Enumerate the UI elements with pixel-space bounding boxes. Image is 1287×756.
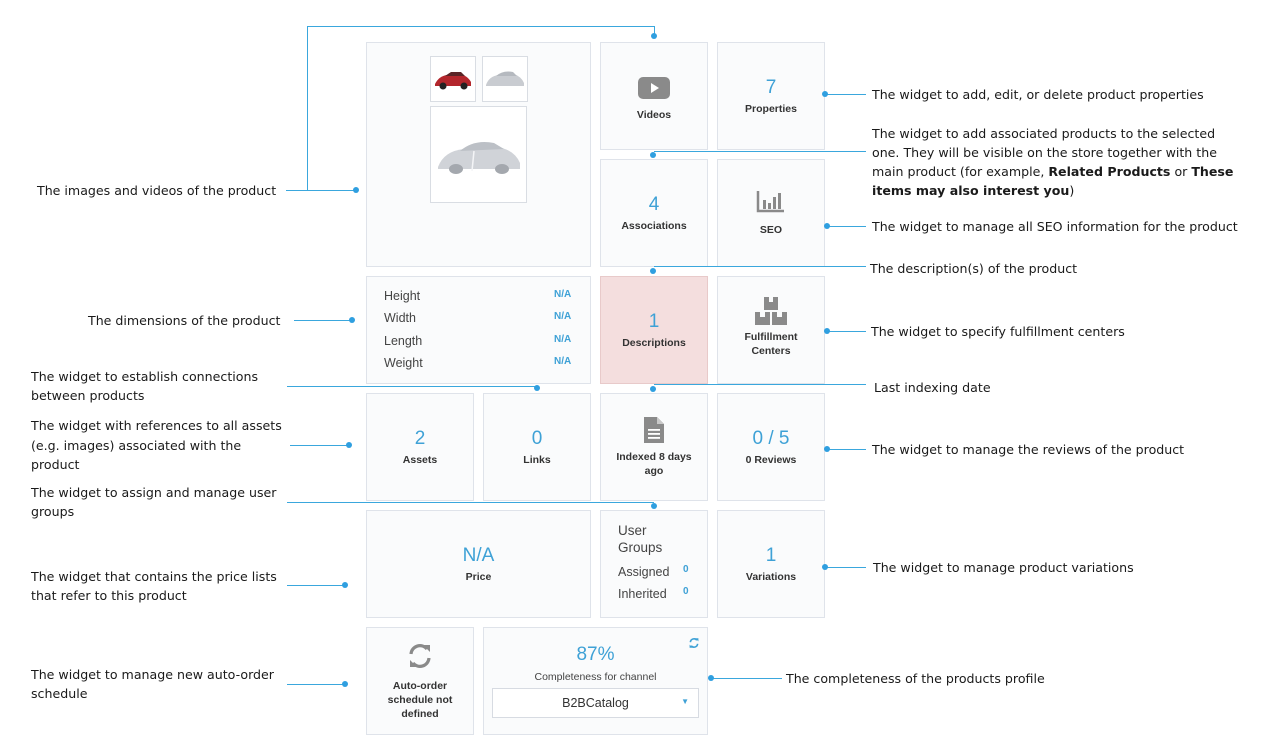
inherited-value: 0 (683, 586, 689, 597)
indexed-label-1: Indexed 8 days (616, 451, 692, 463)
links-widget[interactable]: 0 Links (483, 393, 591, 501)
assets-count: 2 (414, 427, 426, 449)
width-label: Width (384, 311, 416, 325)
annotation-groups-2: groups (31, 504, 75, 519)
bar-chart-icon (756, 191, 784, 213)
fulfillment-label-2: Centers (751, 345, 791, 357)
completeness-label: Completeness for channel (534, 671, 657, 683)
annotation-assets-2: (e.g. images) associated with the (31, 438, 242, 453)
associations-widget[interactable]: 4 Associations (600, 159, 708, 267)
product-image-thumb-covered-car[interactable] (482, 56, 528, 102)
annotation-completeness: The completeness of the products profile (786, 671, 1045, 686)
indexing-widget[interactable]: Indexed 8 days ago (600, 393, 708, 501)
reviews-label: 0 Reviews (745, 453, 797, 466)
seo-label: SEO (759, 224, 783, 236)
assigned-value: 0 (683, 564, 689, 575)
fulfillment-label-1: Fulfillment (744, 331, 798, 343)
price-widget[interactable]: N/A Price (366, 510, 591, 618)
annotation-assets-1: The widget with references to all assets (31, 418, 282, 433)
annotation-indexing: Last indexing date (874, 380, 991, 395)
annotation-dimensions: The dimensions of the product (88, 313, 281, 328)
annotation-reviews: The widget to manage the reviews of the … (872, 442, 1185, 457)
annotation-associations-1: The widget to add associated products to… (872, 126, 1216, 141)
annotation-properties: The widget to add, edit, or delete produ… (872, 87, 1204, 102)
user-groups-title-2: Groups (618, 540, 663, 555)
reviews-rating: 0 / 5 (752, 427, 790, 449)
product-image-main[interactable] (430, 106, 527, 203)
completeness-refresh-icon[interactable] (688, 637, 700, 649)
properties-count: 7 (765, 76, 777, 98)
annotation-images: The images and videos of the product (37, 183, 277, 198)
width-value: N/A (554, 311, 572, 322)
document-icon (644, 417, 664, 443)
links-count: 0 (531, 427, 543, 449)
annotation-links-1: The widget to establish connections (31, 369, 259, 384)
length-label: Length (384, 334, 423, 348)
descriptions-label: Descriptions (622, 336, 686, 349)
channel-select-value: B2BCatalog (562, 696, 629, 710)
refresh-icon (409, 644, 431, 668)
assigned-label: Assigned (618, 565, 670, 579)
annotation-associations-2: one. They will be visible on the store t… (872, 145, 1217, 160)
autoorder-label-2: schedule not (387, 694, 453, 706)
play-icon (638, 77, 670, 99)
completeness-value: 87% (576, 644, 615, 665)
descriptions-widget[interactable]: 1 Descriptions (600, 276, 708, 384)
annotation-associations-3: main product (for example, Related Produ… (872, 164, 1234, 179)
length-value: N/A (554, 334, 572, 345)
annotation-price-1: The widget that contains the price lists (31, 569, 277, 584)
product-image-thumb-red-car[interactable] (430, 56, 476, 102)
annotation-price-2: that refer to this product (31, 588, 187, 603)
indexed-label-2: ago (644, 465, 664, 477)
inherited-label: Inherited (618, 587, 667, 601)
variations-label: Variations (745, 570, 797, 583)
videos-widget[interactable]: Videos (600, 42, 708, 150)
autoorder-label-1: Auto-order (392, 680, 448, 692)
properties-label: Properties (745, 102, 797, 115)
assets-widget[interactable]: 2 Assets (366, 393, 474, 501)
boxes-icon (755, 297, 787, 325)
annotation-assets-3: product (31, 457, 80, 472)
annotation-links-2: between products (31, 388, 145, 403)
user-groups-title-1: User (618, 523, 647, 538)
properties-widget[interactable]: 7 Properties (717, 42, 825, 150)
user-groups-widget[interactable] (600, 510, 708, 618)
videos-label: Videos (636, 109, 672, 121)
reviews-widget[interactable]: 0 / 5 0 Reviews (717, 393, 825, 501)
associations-label: Associations (621, 219, 687, 232)
annotation-autoorder-1: The widget to manage new auto-order (31, 667, 274, 682)
height-value: N/A (554, 289, 572, 300)
price-value: N/A (462, 544, 495, 566)
weight-label: Weight (384, 356, 423, 370)
seo-widget[interactable]: SEO (717, 159, 825, 267)
weight-value: N/A (554, 356, 572, 367)
price-label: Price (465, 570, 492, 583)
descriptions-count: 1 (648, 310, 660, 332)
height-label: Height (384, 289, 421, 303)
fulfillment-widget[interactable]: Fulfillment Centers (717, 276, 825, 384)
annotation-associations-4: items may also interest you) (872, 183, 1075, 198)
associations-count: 4 (648, 193, 660, 215)
assets-label: Assets (402, 453, 438, 466)
annotation-fulfillment: The widget to specify fulfillment center… (871, 324, 1125, 339)
channel-select[interactable]: B2BCatalog ▼ (492, 688, 699, 718)
annotation-seo: The widget to manage all SEO information… (872, 219, 1238, 234)
autoorder-label-3: defined (401, 708, 439, 720)
autoorder-widget[interactable]: Auto-order schedule not defined (366, 627, 474, 735)
annotation-variations: The widget to manage product variations (873, 560, 1134, 575)
variations-widget[interactable]: 1 Variations (717, 510, 825, 618)
links-label: Links (523, 453, 551, 466)
annotation-description: The description(s) of the product (870, 261, 1078, 276)
dimensions-widget[interactable] (366, 276, 591, 384)
annotation-autoorder-2: schedule (31, 686, 88, 701)
chevron-down-icon: ▼ (681, 697, 689, 706)
variations-count: 1 (765, 544, 777, 566)
annotation-groups-1: The widget to assign and manage user (31, 485, 277, 500)
